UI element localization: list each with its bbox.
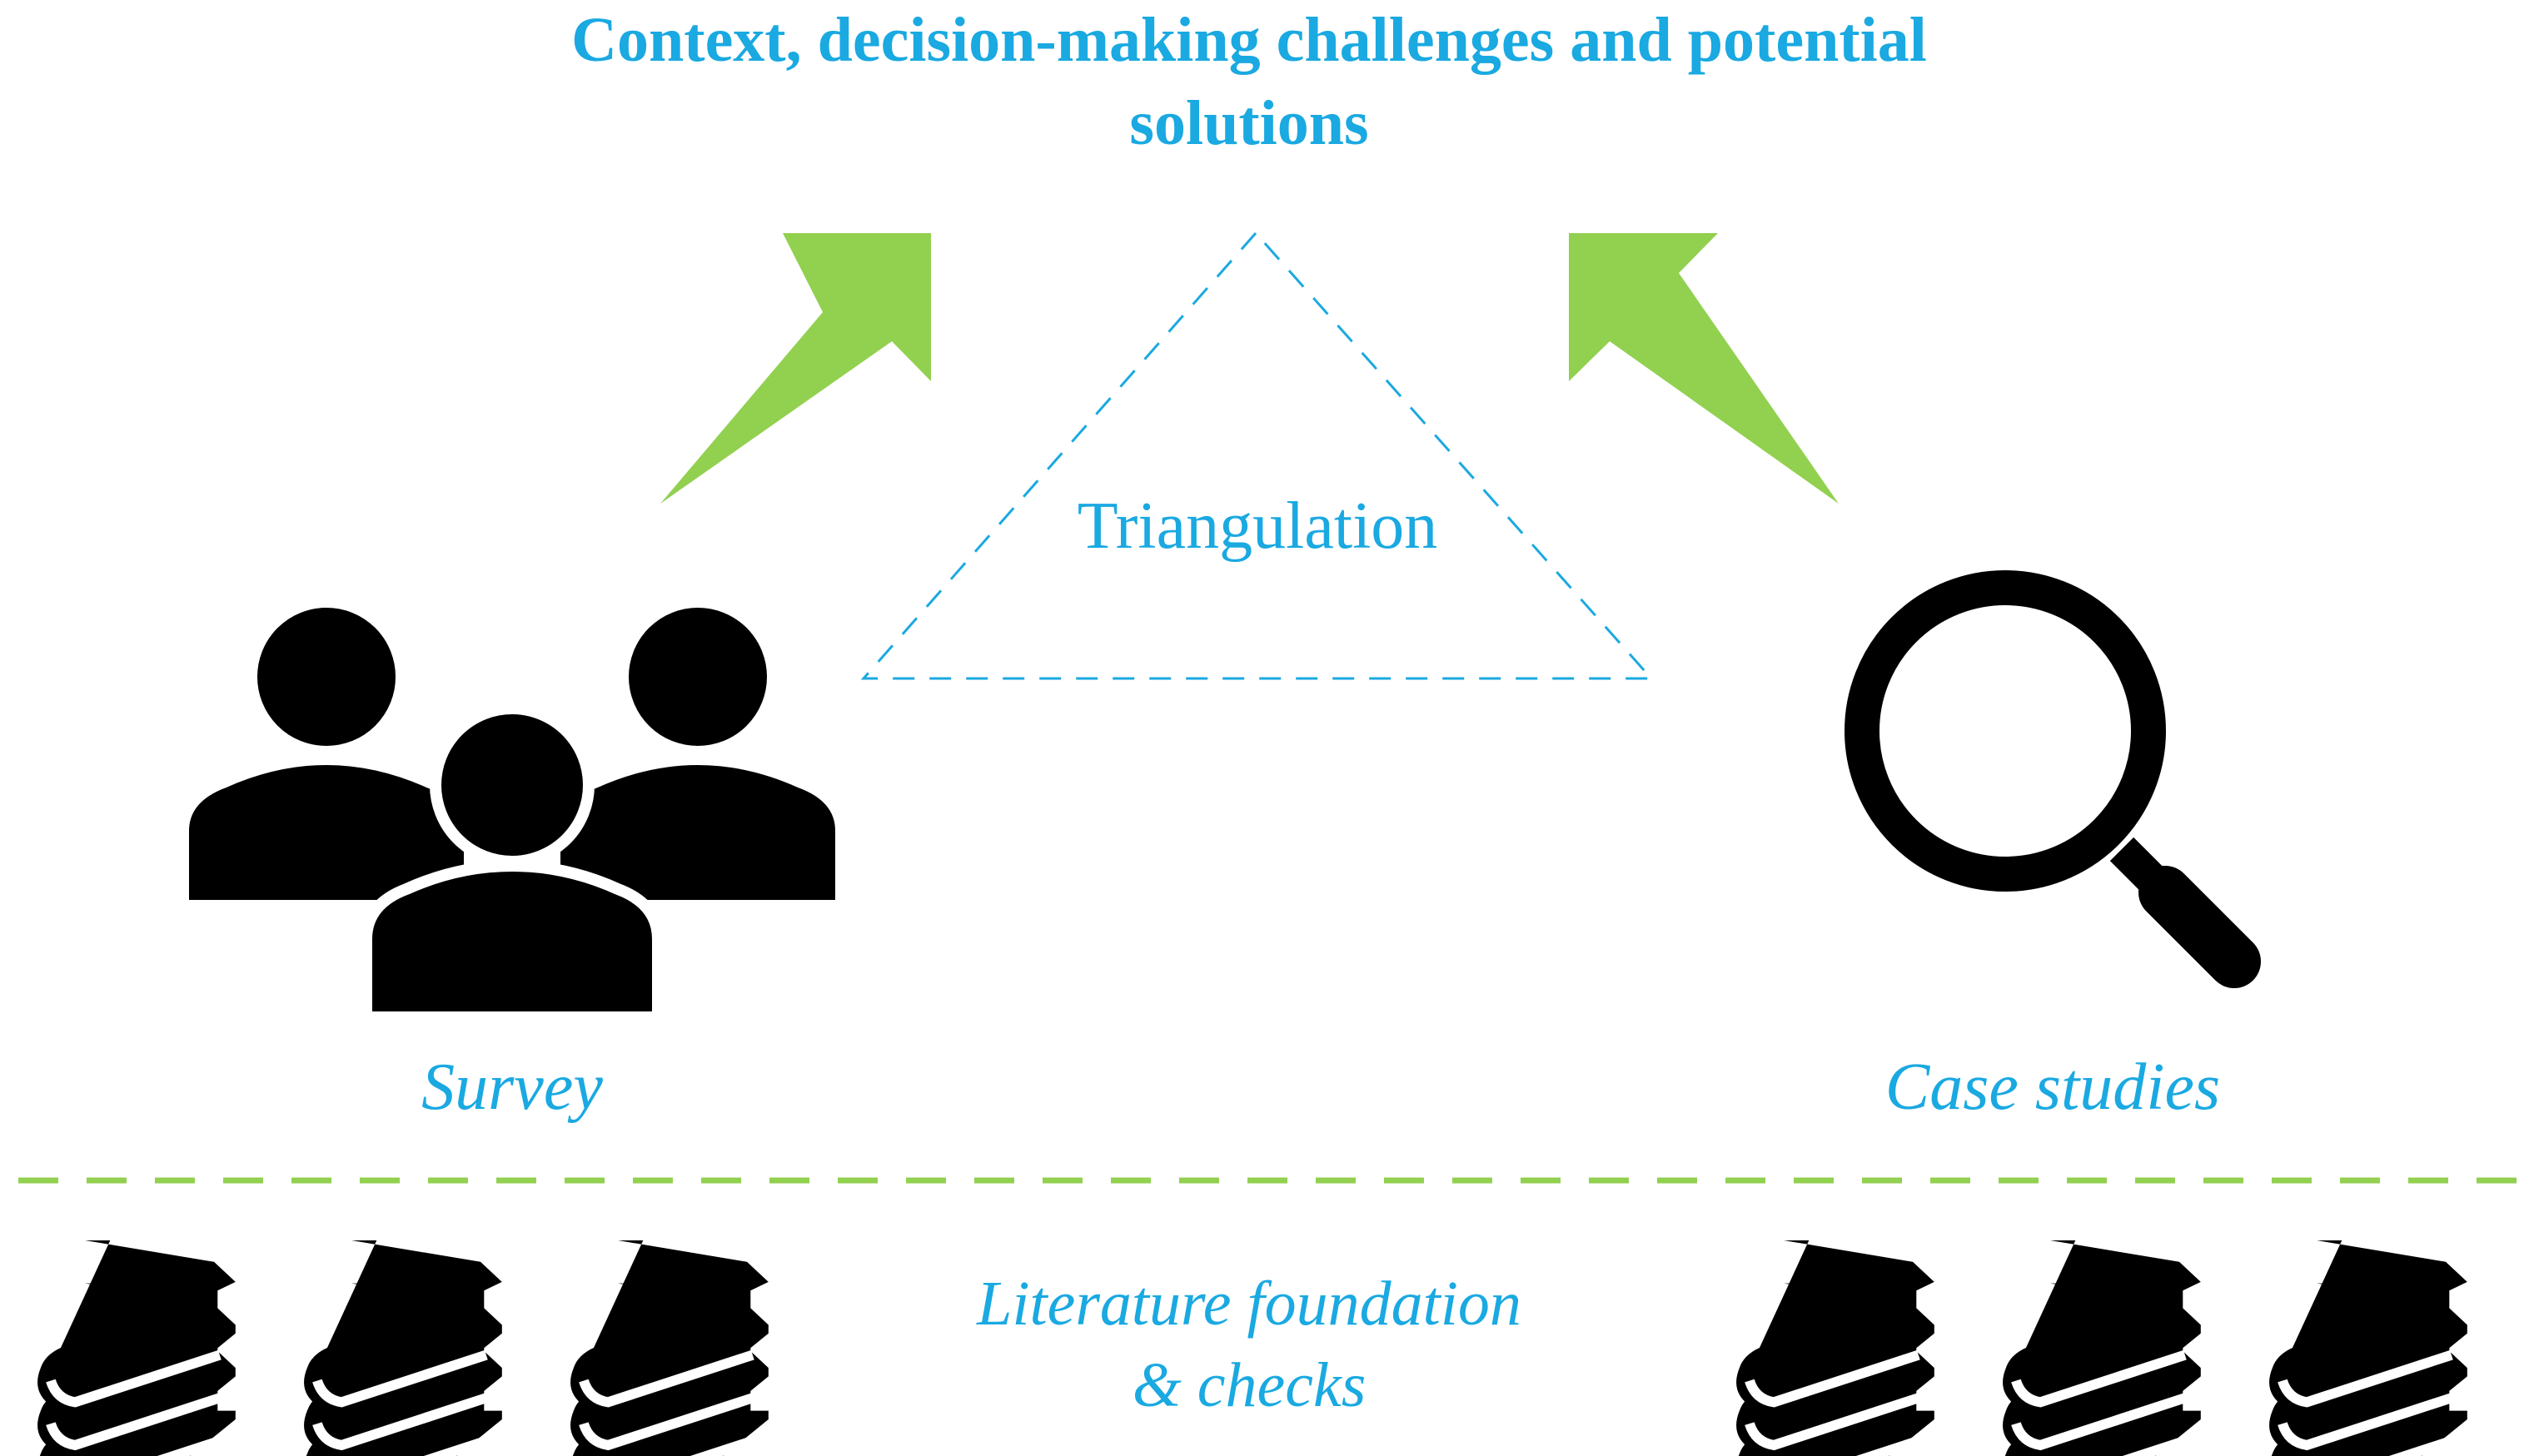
triangulation-triangle bbox=[860, 231, 1655, 680]
diagram-heading-line-1: Context, decision-making challenges and … bbox=[571, 5, 1927, 75]
triangulation-label: Triangulation bbox=[1077, 489, 1438, 563]
survey-label: Survey bbox=[421, 1051, 603, 1124]
book-stack-icon bbox=[1736, 1240, 1934, 1456]
left-arrow bbox=[660, 233, 931, 504]
book-stack-icon bbox=[2269, 1240, 2467, 1456]
right-arrow bbox=[1569, 233, 1839, 504]
diagram-heading-line-2: solutions bbox=[1129, 88, 1369, 158]
people-group-icon bbox=[177, 596, 847, 1023]
book-stack-icon bbox=[570, 1240, 769, 1456]
magnifying-glass-icon bbox=[1845, 570, 2261, 988]
book-stack-icon bbox=[37, 1240, 236, 1456]
book-stack-icon bbox=[2003, 1240, 2201, 1456]
literature-label-line-1: Literature foundation bbox=[977, 1269, 1521, 1339]
literature-label-line-2: & checks bbox=[1132, 1350, 1367, 1420]
book-stack-icon bbox=[304, 1240, 502, 1456]
case-studies-label: Case studies bbox=[1884, 1051, 2221, 1124]
